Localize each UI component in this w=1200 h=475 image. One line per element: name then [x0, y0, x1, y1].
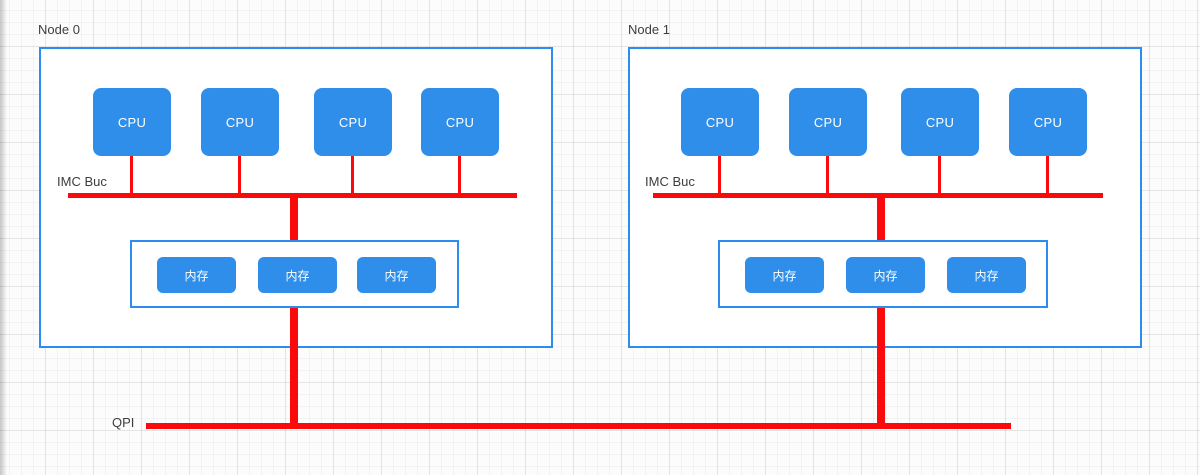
cpu-block[interactable]: CPU	[681, 88, 759, 156]
cpu-block[interactable]: CPU	[201, 88, 279, 156]
memory-trunk-line-upper	[290, 197, 298, 240]
cpu-block[interactable]: CPU	[421, 88, 499, 156]
cpu-block[interactable]: CPU	[901, 88, 979, 156]
memory-trunk-line-lower	[877, 308, 885, 429]
memory-block[interactable]: 内存	[947, 257, 1026, 293]
cpu-connector-line	[1046, 155, 1049, 195]
memory-trunk-line-lower	[290, 308, 298, 429]
cpu-connector-line	[826, 155, 829, 195]
imc-bus-line	[653, 193, 1103, 198]
cpu-connector-line	[718, 155, 721, 195]
memory-block[interactable]: 内存	[258, 257, 337, 293]
node-1-memory-group-box[interactable]: 内存 内存 内存	[718, 240, 1048, 308]
qpi-bus-line	[146, 423, 1011, 429]
node-1-title: Node 1	[628, 22, 670, 37]
cpu-connector-line	[458, 155, 461, 195]
left-edge-shadow	[0, 0, 7, 475]
memory-block[interactable]: 内存	[157, 257, 236, 293]
node-0-title: Node 0	[38, 22, 80, 37]
cpu-block[interactable]: CPU	[789, 88, 867, 156]
cpu-connector-line	[130, 155, 133, 195]
memory-trunk-line-upper	[877, 197, 885, 240]
cpu-connector-line	[351, 155, 354, 195]
node-0-memory-group-box[interactable]: 内存 内存 内存	[130, 240, 459, 308]
cpu-block[interactable]: CPU	[314, 88, 392, 156]
cpu-block[interactable]: CPU	[93, 88, 171, 156]
node-0-imc-bus-label: IMC Buc	[57, 174, 107, 189]
imc-bus-line	[68, 193, 517, 198]
cpu-block[interactable]: CPU	[1009, 88, 1087, 156]
memory-block[interactable]: 内存	[357, 257, 436, 293]
qpi-bus-label: QPI	[112, 415, 135, 430]
memory-block[interactable]: 内存	[846, 257, 925, 293]
cpu-connector-line	[938, 155, 941, 195]
node-1-imc-bus-label: IMC Buc	[645, 174, 695, 189]
cpu-connector-line	[238, 155, 241, 195]
memory-block[interactable]: 内存	[745, 257, 824, 293]
